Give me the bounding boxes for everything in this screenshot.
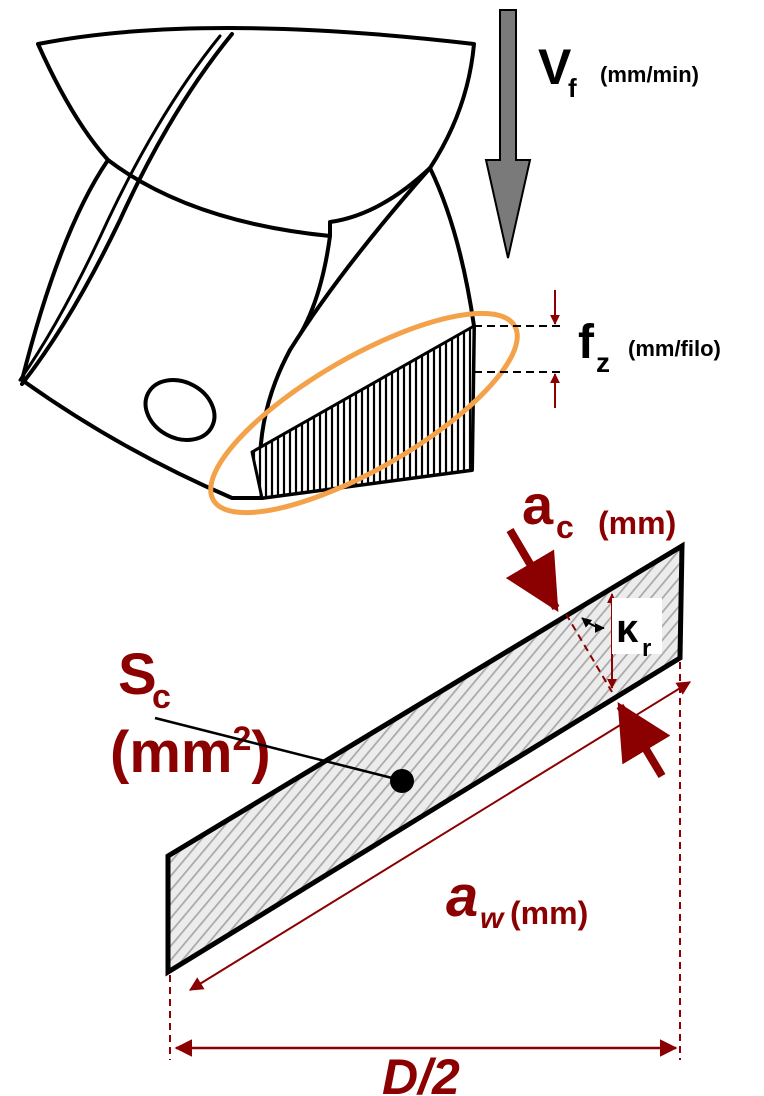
ac-label: a c (mm) (522, 473, 676, 545)
sc-unit-base: (mm2) (110, 720, 271, 785)
fz-unit: (mm/filo) (628, 336, 721, 361)
ac-symbol: a (522, 473, 554, 536)
aw-unit: (mm) (510, 895, 588, 931)
fz-subscript: z (596, 347, 610, 378)
vf-unit: (mm/min) (600, 62, 699, 87)
kappa-symbol: κ (616, 607, 639, 651)
d2-label: D/2 (382, 1049, 460, 1096)
fz-label: f z (mm/filo) (578, 316, 721, 378)
aw-symbol: a (446, 864, 478, 929)
vf-subscript: f (568, 73, 577, 103)
aw-subscript: w (480, 902, 505, 935)
vf-label: V f (mm/min) (538, 39, 699, 103)
kappa-subscript: r (642, 635, 651, 662)
drill-margin-line-inner (18, 34, 222, 382)
sc-subscript: c (152, 678, 171, 716)
drill-margin-line (20, 32, 234, 386)
d2-dimension (169, 662, 681, 1060)
chip-cross-section (165, 541, 685, 977)
ac-subscript: c (556, 509, 574, 545)
cutting-edge-hatch (250, 324, 476, 500)
kappa-label: κ r (612, 598, 662, 662)
drill-tip (18, 26, 476, 500)
fz-dimension (474, 290, 560, 408)
sc-leader-dot (390, 769, 414, 793)
coolant-hole (143, 378, 217, 442)
sc-label: S c (mm2) (110, 642, 271, 785)
feed-direction-arrow (484, 9, 532, 259)
fz-symbol: f (578, 316, 595, 369)
ac-unit: (mm) (598, 505, 676, 541)
vf-symbol: V (538, 39, 572, 95)
sc-symbol: S (118, 642, 157, 707)
aw-label: a w (mm) (446, 864, 588, 935)
aw-dimension-line (189, 681, 691, 991)
